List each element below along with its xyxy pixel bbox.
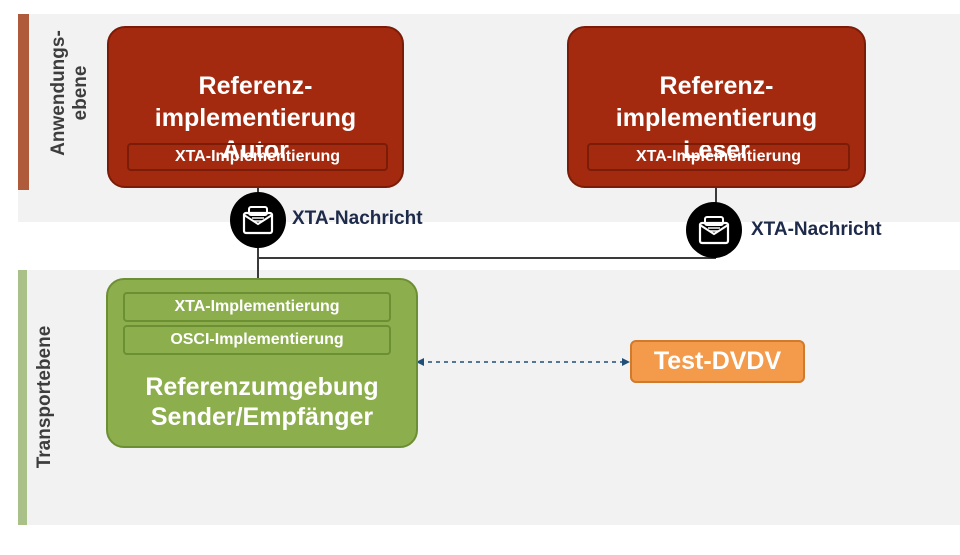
reference-implementation-autor-box: Referenz- implementierung Autor XTA-Impl…	[107, 26, 404, 188]
test-dvdv-box: Test-DVDV	[630, 340, 805, 383]
leser-xta-implementation: XTA-Implementierung	[587, 143, 850, 171]
environment-title: Referenzumgebung Sender/Empfänger	[145, 373, 379, 431]
xta-message-label-right: XTA-Nachricht	[751, 219, 882, 240]
reference-implementation-leser-box: Referenz- implementierung Leser XTA-Impl…	[567, 26, 866, 188]
autor-title: Referenz- implementierung Autor	[154, 72, 357, 164]
transport-layer-accent	[18, 270, 27, 525]
envelope-briefcase-icon	[230, 192, 286, 248]
leser-title: Referenz- implementierung Leser	[615, 72, 818, 164]
env-osci-implementation: OSCI-Implementierung	[123, 325, 391, 355]
xta-message-label-left: XTA-Nachricht	[292, 208, 423, 229]
application-layer-accent	[18, 14, 29, 190]
autor-xta-implementation: XTA-Implementierung	[127, 143, 388, 171]
reference-environment-box: XTA-Implementierung OSCI-Implementierung…	[106, 278, 418, 448]
envelope-briefcase-icon	[686, 202, 742, 258]
env-xta-implementation: XTA-Implementierung	[123, 292, 391, 322]
